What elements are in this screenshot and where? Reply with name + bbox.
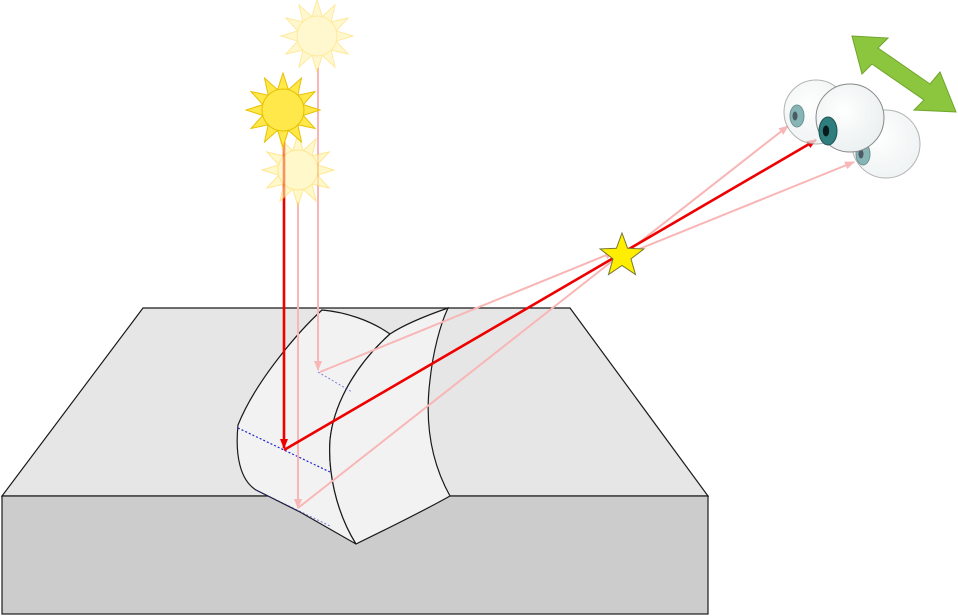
view-ray-faded-right (621, 161, 855, 257)
eye-icon (815, 83, 885, 153)
groove-dotted-line-top (317, 371, 353, 393)
reflected-ray-faded-lower (297, 254, 621, 509)
secondary-rays (294, 68, 855, 509)
reflected-ray-main (283, 138, 817, 452)
star-icon (598, 231, 646, 276)
groove-dotted-line-bottom (255, 489, 331, 527)
reflected-ray-faded-upper (319, 251, 615, 373)
view-ray-faded-left (621, 125, 789, 257)
groove-right-wall (329, 306, 451, 545)
double-arrow-icon (851, 35, 957, 113)
sun-icon (244, 71, 322, 149)
sun-icon (279, 0, 355, 74)
groove (236, 306, 451, 545)
groove-dotted-line-middle (237, 427, 331, 473)
sun-icon (260, 132, 336, 208)
